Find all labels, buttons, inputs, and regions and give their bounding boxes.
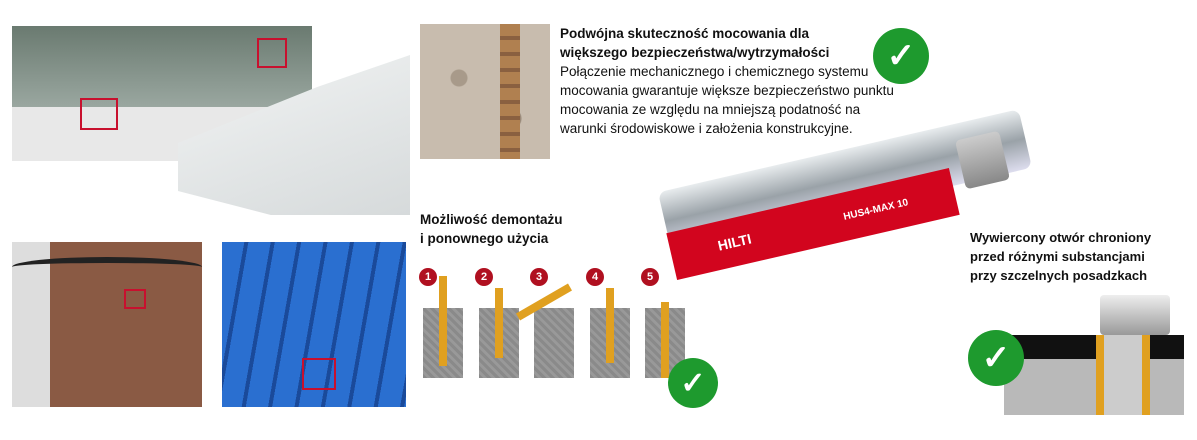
reuse-heading-line1: Możliwość demontażu [420, 212, 563, 227]
drilled-hole-line3: przy szczelnych posadzkach [970, 268, 1148, 283]
check-icon: ✓ [968, 330, 1024, 386]
reuse-step: 4 [586, 268, 634, 378]
step-number: 3 [530, 268, 548, 286]
dual-fastening-body: Połączenie mechanicznego i chemicznego s… [560, 64, 894, 136]
reuse-step: 1 [419, 268, 467, 378]
step-number: 2 [475, 268, 493, 286]
step-number: 1 [419, 268, 437, 286]
drilled-hole-line2: przed różnymi substancjami [970, 249, 1145, 264]
step-number: 4 [586, 268, 604, 286]
check-icon: ✓ [873, 28, 929, 84]
drilled-hole-text: Wywiercony otwór chroniony przed różnymi… [970, 228, 1151, 285]
bolt-head [1100, 295, 1170, 335]
brand-label: HILTI [716, 230, 753, 254]
stadium-seats-photo [222, 242, 406, 407]
floor-section-diagram [1004, 335, 1184, 415]
drilled-hole-line1: Wywiercony otwór chroniony [970, 230, 1152, 245]
shelter-photo [12, 242, 202, 407]
model-label: HUS4-MAX 10 [842, 196, 910, 223]
dual-fastening-heading: Podwójna skuteczność mocowania dla więks… [560, 26, 830, 60]
reuse-step: 2 [475, 268, 523, 378]
check-icon: ✓ [668, 358, 718, 408]
concrete-cross-section-photo [420, 24, 550, 159]
reuse-step: 5 [641, 268, 689, 378]
reuse-heading-line2: i ponownego użycia [420, 231, 549, 246]
step-number: 5 [641, 268, 659, 286]
reuse-heading: Możliwość demontażu i ponownego użycia [420, 210, 563, 248]
balcony-railing-photo [12, 26, 312, 161]
dual-fastening-text: Podwójna skuteczność mocowania dla więks… [560, 24, 900, 138]
reuse-step: 3 [516, 268, 578, 378]
